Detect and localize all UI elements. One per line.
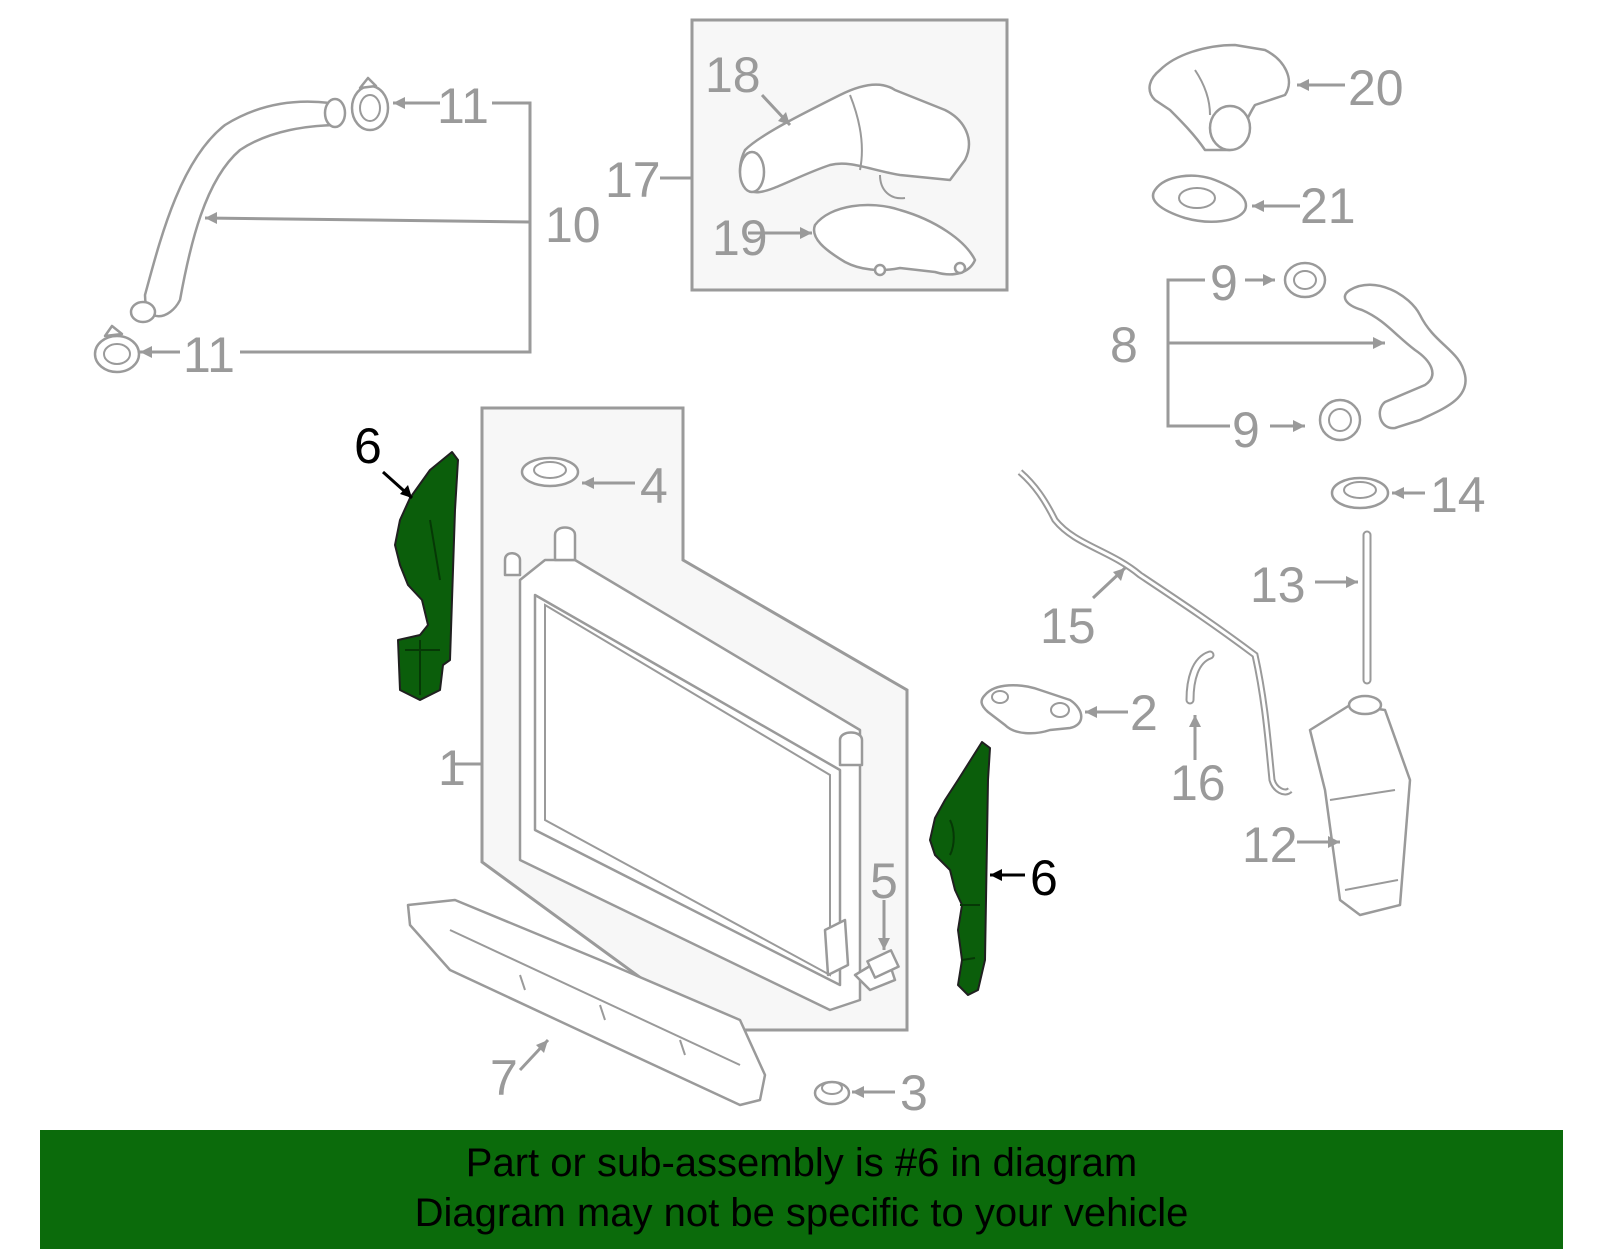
thermostat-housing-part-18 xyxy=(738,83,971,200)
air-guard-part-6-left xyxy=(394,451,459,701)
callout-arrowheads xyxy=(140,79,1404,1098)
label-5: 5 xyxy=(870,853,898,909)
label-18: 18 xyxy=(705,47,761,103)
small-hose-part-16 xyxy=(1185,650,1215,705)
label-9-lower: 9 xyxy=(1232,402,1260,458)
mount-insulator-part-2 xyxy=(980,684,1083,735)
label-21: 21 xyxy=(1300,178,1356,234)
hose-clamp-part-11-upper xyxy=(350,76,390,132)
label-2: 2 xyxy=(1130,685,1158,741)
label-9-upper: 9 xyxy=(1210,255,1238,311)
air-guide-part-7 xyxy=(406,898,767,1107)
radiator-part-1 xyxy=(503,526,864,1012)
label-11-upper: 11 xyxy=(437,78,489,134)
reservoir-cap-part-14 xyxy=(1330,476,1390,510)
label-7: 7 xyxy=(490,1050,518,1106)
banner-line-1: Part or sub-assembly is #6 in diagram xyxy=(465,1141,1138,1185)
label-12: 12 xyxy=(1242,817,1298,873)
label-14: 14 xyxy=(1430,467,1486,523)
label-16: 16 xyxy=(1170,755,1226,811)
label-13: 13 xyxy=(1250,557,1306,613)
lower-hose-part-8 xyxy=(1343,283,1467,430)
grommet-part-3 xyxy=(813,1080,851,1106)
label-19: 19 xyxy=(712,210,768,266)
hose-clamp-part-9-upper xyxy=(1283,261,1327,299)
label-11-lower: 11 xyxy=(183,327,235,383)
label-6-right: 6 xyxy=(1030,850,1058,906)
air-guard-part-6-right xyxy=(929,741,991,996)
label-6-left: 6 xyxy=(354,418,382,474)
label-4: 4 xyxy=(640,458,668,514)
water-outlet-part-20 xyxy=(1148,43,1291,152)
hose-clamp-part-9-lower xyxy=(1318,398,1362,442)
upper-hose-part-10 xyxy=(129,97,347,324)
label-17: 17 xyxy=(605,152,661,208)
thermostat-gasket-part-19 xyxy=(812,203,977,277)
coolant-reservoir-part-12 xyxy=(1308,694,1412,917)
overflow-hose-part-15 xyxy=(1017,469,1293,796)
outlet-gasket-part-21 xyxy=(1151,174,1248,223)
label-1: 1 xyxy=(438,740,466,796)
label-8: 8 xyxy=(1110,317,1138,373)
highlight-arrowheads xyxy=(400,485,1002,881)
label-3: 3 xyxy=(900,1065,928,1121)
banner-line-2: Diagram may not be specific to your vehi… xyxy=(414,1191,1189,1235)
bolt-part-5 xyxy=(853,949,900,992)
label-10: 10 xyxy=(545,197,601,253)
radiator-cap-part-4 xyxy=(520,456,580,488)
label-15: 15 xyxy=(1040,598,1096,654)
label-20: 20 xyxy=(1348,60,1404,116)
info-banner: Part or sub-assembly is #6 in diagram Di… xyxy=(40,1130,1563,1249)
hose-clamp-part-11-lower xyxy=(93,324,141,374)
